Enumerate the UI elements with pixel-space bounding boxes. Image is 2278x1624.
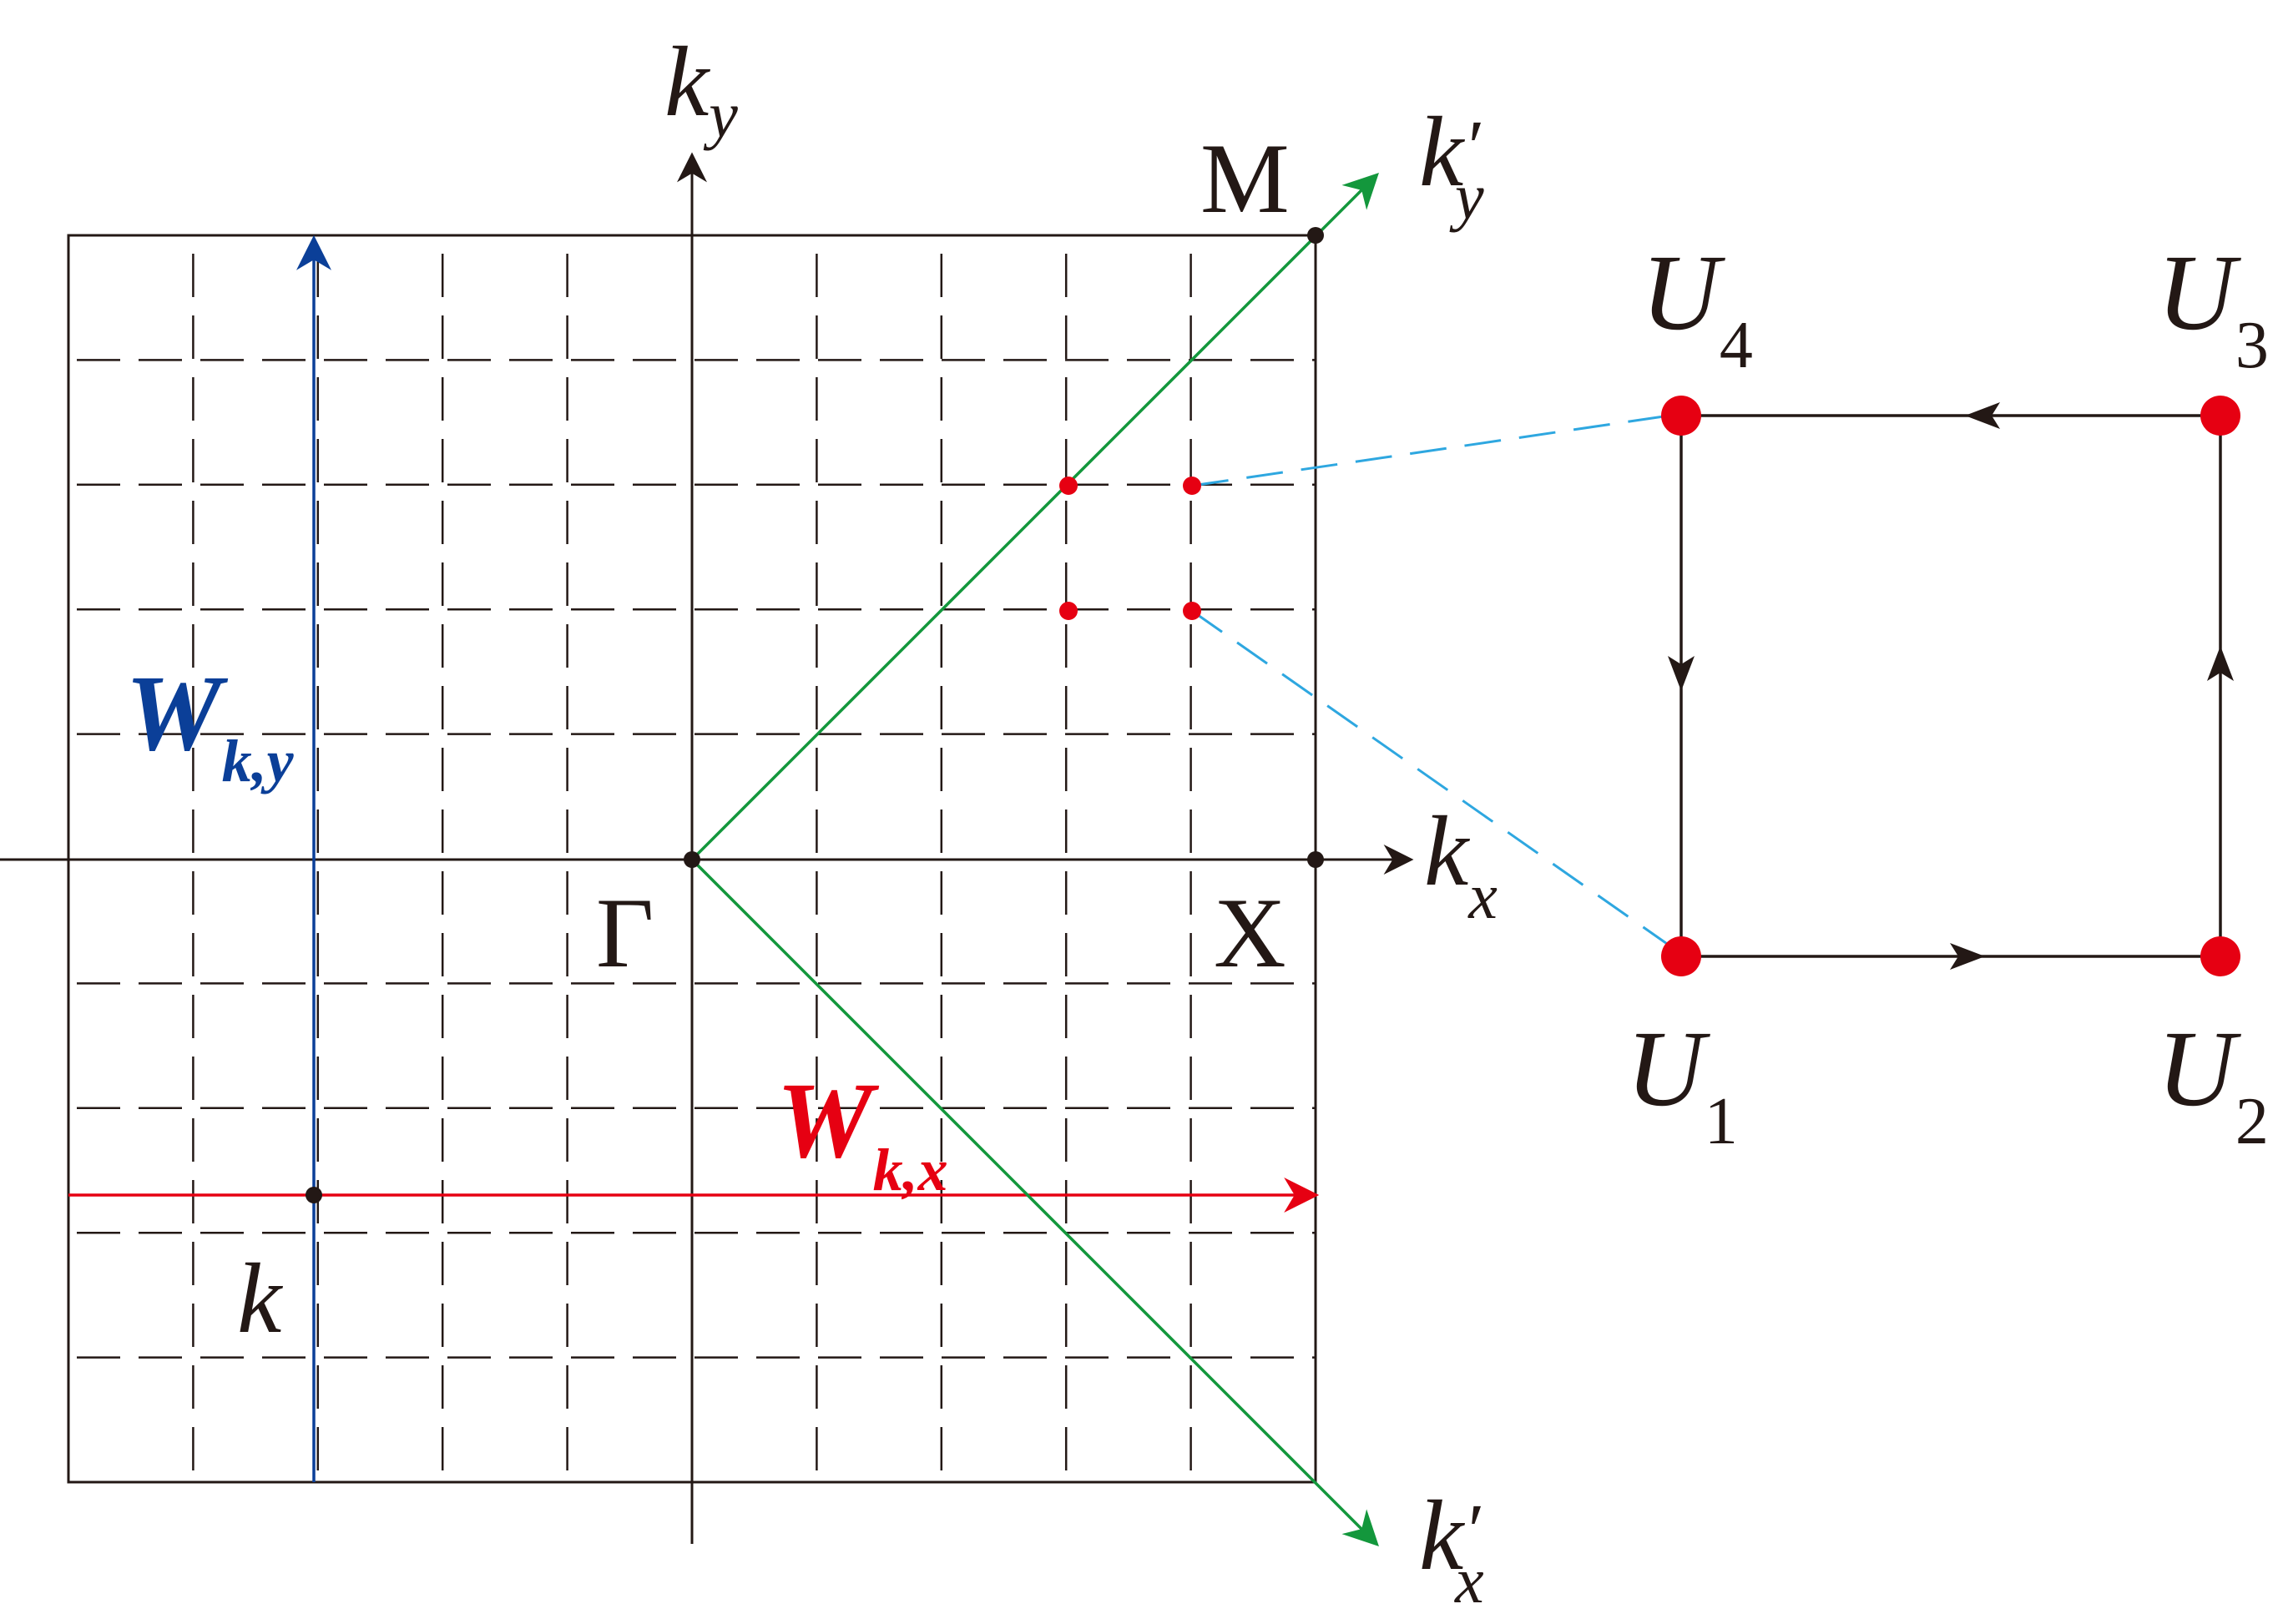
plaquette-point-1 bbox=[1059, 602, 1078, 620]
arrow-u3-to-u4 bbox=[1965, 402, 2000, 429]
u1-point bbox=[1661, 936, 1701, 976]
gamma-point-marker bbox=[684, 851, 700, 868]
plaquette-point-4 bbox=[1059, 477, 1078, 495]
plaquette-panel: U4 U3 U1 U2 bbox=[1626, 233, 2269, 1158]
wilson-loop-kx-label: Wk,x bbox=[776, 1061, 948, 1203]
plaquette-point-3 bbox=[1183, 477, 1201, 495]
u3-point bbox=[2200, 396, 2240, 436]
arrow-u2-to-u3 bbox=[2207, 646, 2234, 681]
u2-label: U2 bbox=[2157, 1009, 2269, 1158]
kx-prime-axis-label: k′x bbox=[1419, 1480, 1484, 1616]
connector-line-bottom bbox=[1191, 609, 1679, 953]
arrow-u1-to-u2 bbox=[1950, 943, 1985, 970]
ky-prime-axis-label: k′y bbox=[1419, 96, 1484, 233]
k-point-label: k bbox=[237, 1243, 284, 1354]
ky-prime-axis bbox=[690, 173, 1379, 861]
u2-point bbox=[2200, 936, 2240, 976]
m-point-marker bbox=[1307, 227, 1324, 244]
ky-axis-label: ky bbox=[664, 26, 738, 151]
x-point-label: X bbox=[1214, 877, 1286, 988]
u4-point bbox=[1661, 396, 1701, 436]
m-point-label: M bbox=[1200, 123, 1290, 234]
wilson-loop-ky-label: Wk,y bbox=[125, 653, 295, 794]
connector-line-top bbox=[1191, 414, 1670, 487]
arrow-u4-to-u1 bbox=[1668, 656, 1695, 691]
kx-axis-label: kx bbox=[1424, 795, 1498, 932]
plaquette-point-2 bbox=[1183, 602, 1201, 620]
u1-label: U1 bbox=[1626, 1009, 1738, 1158]
x-point-marker bbox=[1307, 851, 1324, 868]
dashed-grid bbox=[68, 235, 1316, 1482]
brillouin-zone-panel: ky kx k′y k′x Γ X M k Wk,y Wk,x bbox=[0, 26, 1679, 1616]
u4-label: U4 bbox=[1641, 233, 1753, 382]
gamma-point-label: Γ bbox=[596, 877, 654, 988]
k-point-marker bbox=[306, 1187, 322, 1203]
kx-prime-axis bbox=[690, 858, 1379, 1546]
u3-label: U3 bbox=[2157, 233, 2269, 382]
